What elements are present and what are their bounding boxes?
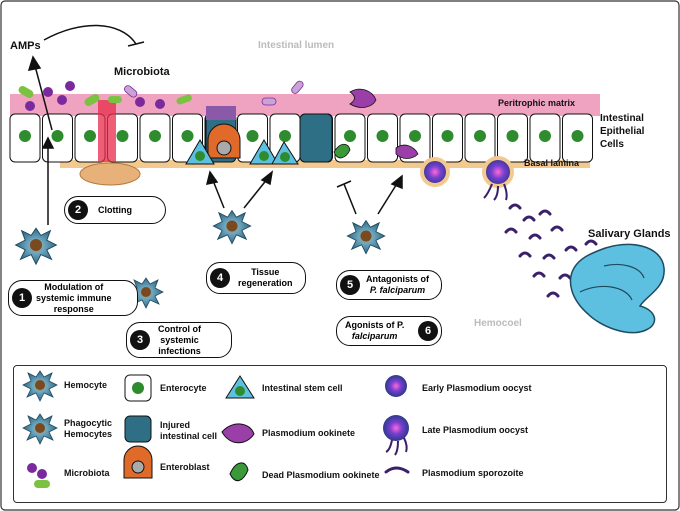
legend-ookinete-label: Plasmodium ookinete xyxy=(262,428,356,438)
enterocyte-nucleus xyxy=(539,130,551,142)
enterocyte-nucleus xyxy=(149,130,161,142)
enterocyte-nucleus xyxy=(246,130,259,142)
enterocyte-nucleus xyxy=(441,130,454,142)
enterocyte-nucleus xyxy=(19,130,31,142)
hemocoel-label: Hemocoel xyxy=(474,318,522,329)
amps-label: AMPs xyxy=(10,40,41,52)
clot-blob xyxy=(79,162,141,186)
dead-ookinete xyxy=(333,143,351,159)
hemocyte xyxy=(346,220,386,255)
peritrophic-matrix-band xyxy=(10,94,600,116)
enterocyte-nucleus xyxy=(279,130,291,142)
sporozoite xyxy=(528,233,542,240)
salivary-glands-label: Salivary Glands xyxy=(588,228,671,240)
legend-early-oocyst-label: Early Plasmodium oocyst xyxy=(422,383,532,393)
enterocyte-nucleus xyxy=(344,130,356,142)
late-oocyst-tendrils xyxy=(483,183,508,201)
late-oocyst xyxy=(482,156,514,188)
sporozoite xyxy=(558,273,572,280)
hemocyte xyxy=(212,210,252,245)
sporozoite xyxy=(550,225,564,232)
microbiota-label: Microbiota xyxy=(114,66,170,78)
legend-injured-label: Injured intestinal cell xyxy=(160,420,218,441)
sporozoite xyxy=(518,251,532,258)
enterocyte-nucleus xyxy=(571,130,584,142)
enterocyte-nucleus xyxy=(506,130,519,142)
enterocyte-nucleus xyxy=(376,130,389,142)
legend-icons xyxy=(22,370,410,488)
basal-lamina-band xyxy=(60,160,590,168)
sporozoite xyxy=(522,215,536,222)
epithelial-cells-label: Intestinal Epithelial Cells xyxy=(600,113,645,150)
legend-stem-cell-label: Intestinal stem cell xyxy=(262,383,343,393)
injured-cell-top xyxy=(206,106,236,120)
ookinete xyxy=(395,144,419,159)
enteroblast-nucleus xyxy=(216,140,232,156)
legend-phagocytic-label: Phagocytic Hemocytes xyxy=(64,418,113,439)
legend-injured-icon xyxy=(124,415,152,443)
enterocyte-nucleus xyxy=(181,130,194,142)
step-6-pill: Agonists of P.falciparum 6 xyxy=(336,316,442,346)
sporozoite xyxy=(564,245,578,252)
legend xyxy=(13,365,667,503)
sporozoite xyxy=(508,203,522,210)
injured-cell xyxy=(299,113,333,163)
legend-microbiota-label: Microbiota xyxy=(64,468,110,478)
ookinete xyxy=(349,88,377,108)
sporozoite xyxy=(584,239,598,246)
legend-hemocyte-label: Hemocyte xyxy=(64,380,108,390)
legend-enterocyte-label: Enterocyte xyxy=(160,383,207,393)
sporozoite xyxy=(538,209,552,216)
hemocyte xyxy=(14,227,58,265)
sporozoite xyxy=(546,291,560,298)
legend-enteroblast-label: Enteroblast xyxy=(160,462,210,472)
sporozoite xyxy=(532,271,546,278)
enterocyte-nucleus xyxy=(116,130,129,142)
stem-cells xyxy=(185,139,299,165)
legend-sporozoite-label: Plasmodium sporozoite xyxy=(422,468,524,478)
clotting-site xyxy=(98,100,116,162)
enterocyte-nucleus xyxy=(474,130,486,142)
basal-lamina-label: Basal lamina xyxy=(524,158,580,168)
peritrophic-matrix-label: Peritrophic matrix xyxy=(498,98,576,108)
sporozoite xyxy=(504,227,518,234)
microbiota-cluster xyxy=(18,80,304,111)
enterocyte-nucleus xyxy=(51,130,64,142)
step-2-pill: 2 Clotting xyxy=(64,196,166,224)
arrows xyxy=(27,24,403,225)
legend-early-oocyst-icon xyxy=(385,375,407,397)
early-oocyst xyxy=(420,157,450,187)
enterocyte-nucleus xyxy=(409,130,421,142)
enterocyte-nucleus xyxy=(84,130,96,142)
sporozoite xyxy=(542,253,556,260)
legend-dead-ookinete-label: Dead Plasmodium ookinete xyxy=(262,470,380,480)
intestinal-lumen-label: Intestinal lumen xyxy=(258,40,335,51)
legend-late-oocyst-label: Late Plasmodium oocyst xyxy=(422,425,529,435)
